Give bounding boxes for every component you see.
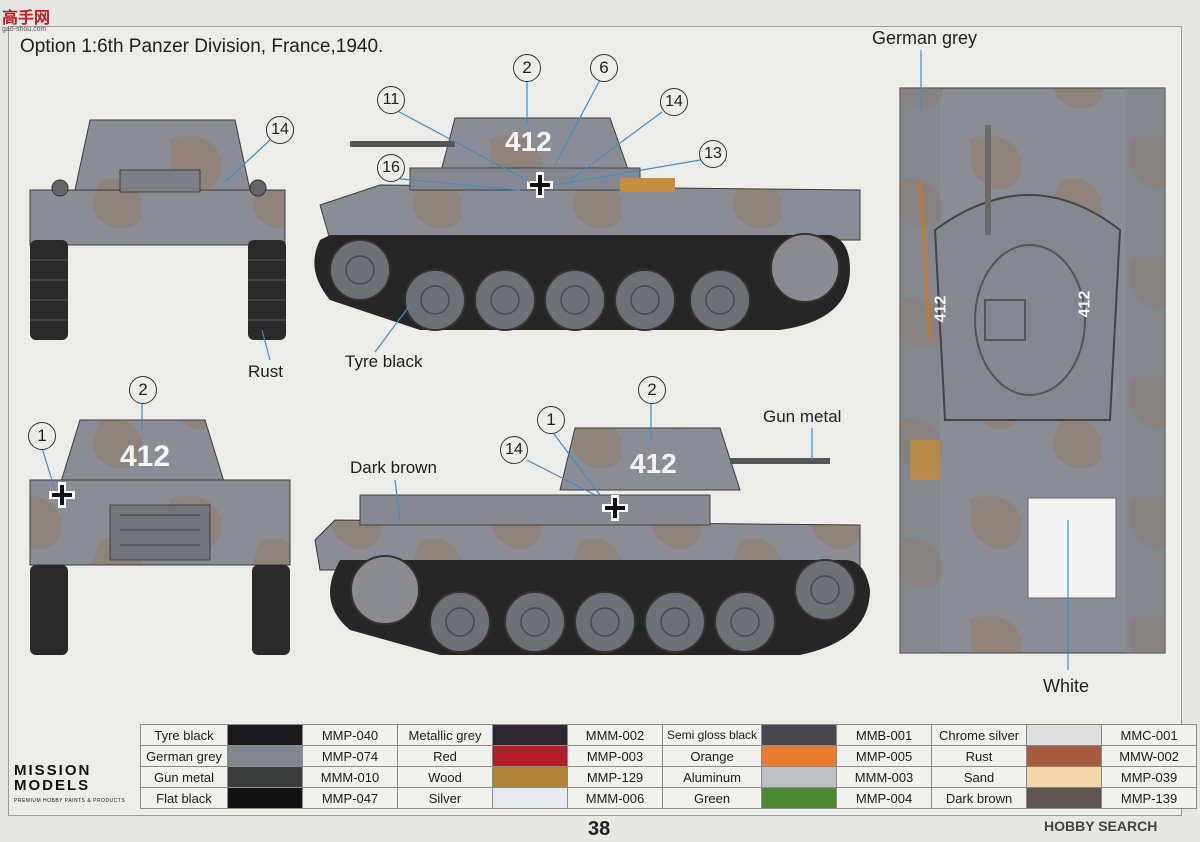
- front-view-tank: [29, 119, 286, 340]
- callout-14-front: 14: [266, 116, 294, 144]
- paint-swatch: [492, 766, 568, 788]
- callout-2-rear: 2: [129, 376, 157, 404]
- paint-code: MMP-074: [302, 745, 398, 767]
- callout-11: 11: [377, 86, 405, 114]
- paint-swatch: [761, 724, 838, 746]
- paint-swatch: [761, 787, 838, 809]
- turret-number-side-top: 412: [505, 126, 552, 157]
- rear-view-tank: [29, 419, 291, 655]
- paint-code: MMM-006: [567, 787, 663, 809]
- paint-name: Semi gloss black: [661, 724, 763, 746]
- brand-logo: MISSION MODELS PREMIUM HOBBY PAINTS & PR…: [14, 762, 126, 804]
- paint-name: Rust: [931, 745, 1028, 767]
- paint-code: MMP-003: [567, 745, 663, 767]
- paint-swatch: [1026, 724, 1103, 746]
- callout-1-side: 1: [537, 406, 565, 434]
- side-view-tank-left: [314, 117, 861, 331]
- paint-swatch: [761, 745, 838, 767]
- paint-swatch: [492, 787, 568, 809]
- paint-code: MMW-002: [1101, 745, 1198, 767]
- label-german-grey: German grey: [872, 28, 978, 48]
- paint-name: Chrome silver: [931, 724, 1028, 746]
- paint-code: MMP-004: [836, 787, 933, 809]
- paint-name: Wood: [397, 766, 493, 788]
- paint-swatch: [492, 724, 568, 746]
- callout-14-side: 14: [660, 88, 688, 116]
- paint-name: Flat black: [140, 787, 228, 809]
- paint-swatch: [227, 745, 303, 767]
- paint-swatch: [761, 766, 838, 788]
- label-white: White: [1043, 676, 1090, 696]
- paint-code: MMP-005: [836, 745, 933, 767]
- page-title: Option 1:6th Panzer Division, France,194…: [20, 36, 384, 57]
- watermark: HOBBY SEARCH: [1044, 818, 1158, 834]
- paint-name: Tyre black: [140, 724, 228, 746]
- turret-number-top-left: 412: [932, 295, 950, 323]
- callout-1-rear: 1: [28, 422, 56, 450]
- paint-code: MMP-039: [1101, 766, 1198, 788]
- paint-name: Metallic grey: [397, 724, 493, 746]
- paint-swatch: [1026, 745, 1103, 767]
- paint-code: MMB-001: [836, 724, 933, 746]
- callout-6: 6: [590, 54, 618, 82]
- callout-2-side: 2: [638, 376, 666, 404]
- paint-code: MMP-040: [302, 724, 398, 746]
- side-view-tank-right: [314, 427, 870, 655]
- label-rust: Rust: [248, 362, 283, 381]
- callout-2-top: 2: [513, 54, 541, 82]
- label-gun-metal: Gun metal: [763, 407, 842, 426]
- paint-code: MMM-010: [302, 766, 398, 788]
- paint-name: Dark brown: [931, 787, 1028, 809]
- paint-code: MMP-129: [567, 766, 663, 788]
- paint-name: Aluminum: [661, 766, 763, 788]
- paint-swatch: [227, 787, 303, 809]
- paint-swatch: [227, 766, 303, 788]
- label-tyre-black: Tyre black: [345, 352, 423, 371]
- top-view-tank: [899, 87, 1166, 654]
- paint-name: Green: [661, 787, 763, 809]
- paint-code: MMP-047: [302, 787, 398, 809]
- leader-lines: [41, 50, 1069, 670]
- paint-code: MMP-139: [1101, 787, 1198, 809]
- callout-16: 16: [377, 154, 405, 182]
- paint-name: Silver: [397, 787, 493, 809]
- paint-name: Red: [397, 745, 493, 767]
- page-number: 38: [588, 818, 611, 840]
- turret-number-rear: 412: [120, 440, 171, 473]
- paint-name: Sand: [931, 766, 1028, 788]
- turret-number-top-right: 412: [1076, 290, 1094, 318]
- paint-name: Orange: [661, 745, 763, 767]
- paint-code: MMM-002: [567, 724, 663, 746]
- turret-number-side-bottom: 412: [630, 448, 677, 479]
- paint-swatch: [1026, 766, 1103, 788]
- paint-swatch: [1026, 787, 1103, 809]
- paint-code: MMM-003: [836, 766, 933, 788]
- label-dark-brown: Dark brown: [350, 458, 437, 477]
- callout-14-side-bottom: 14: [500, 436, 528, 464]
- paint-name: German grey: [140, 745, 228, 767]
- paint-code: MMC-001: [1101, 724, 1198, 746]
- paint-name: Gun metal: [140, 766, 228, 788]
- site-logo: 高手网 gao-shou.com: [2, 10, 51, 33]
- paint-swatch: [227, 724, 303, 746]
- callout-13: 13: [699, 140, 727, 168]
- paint-swatch: [492, 745, 568, 767]
